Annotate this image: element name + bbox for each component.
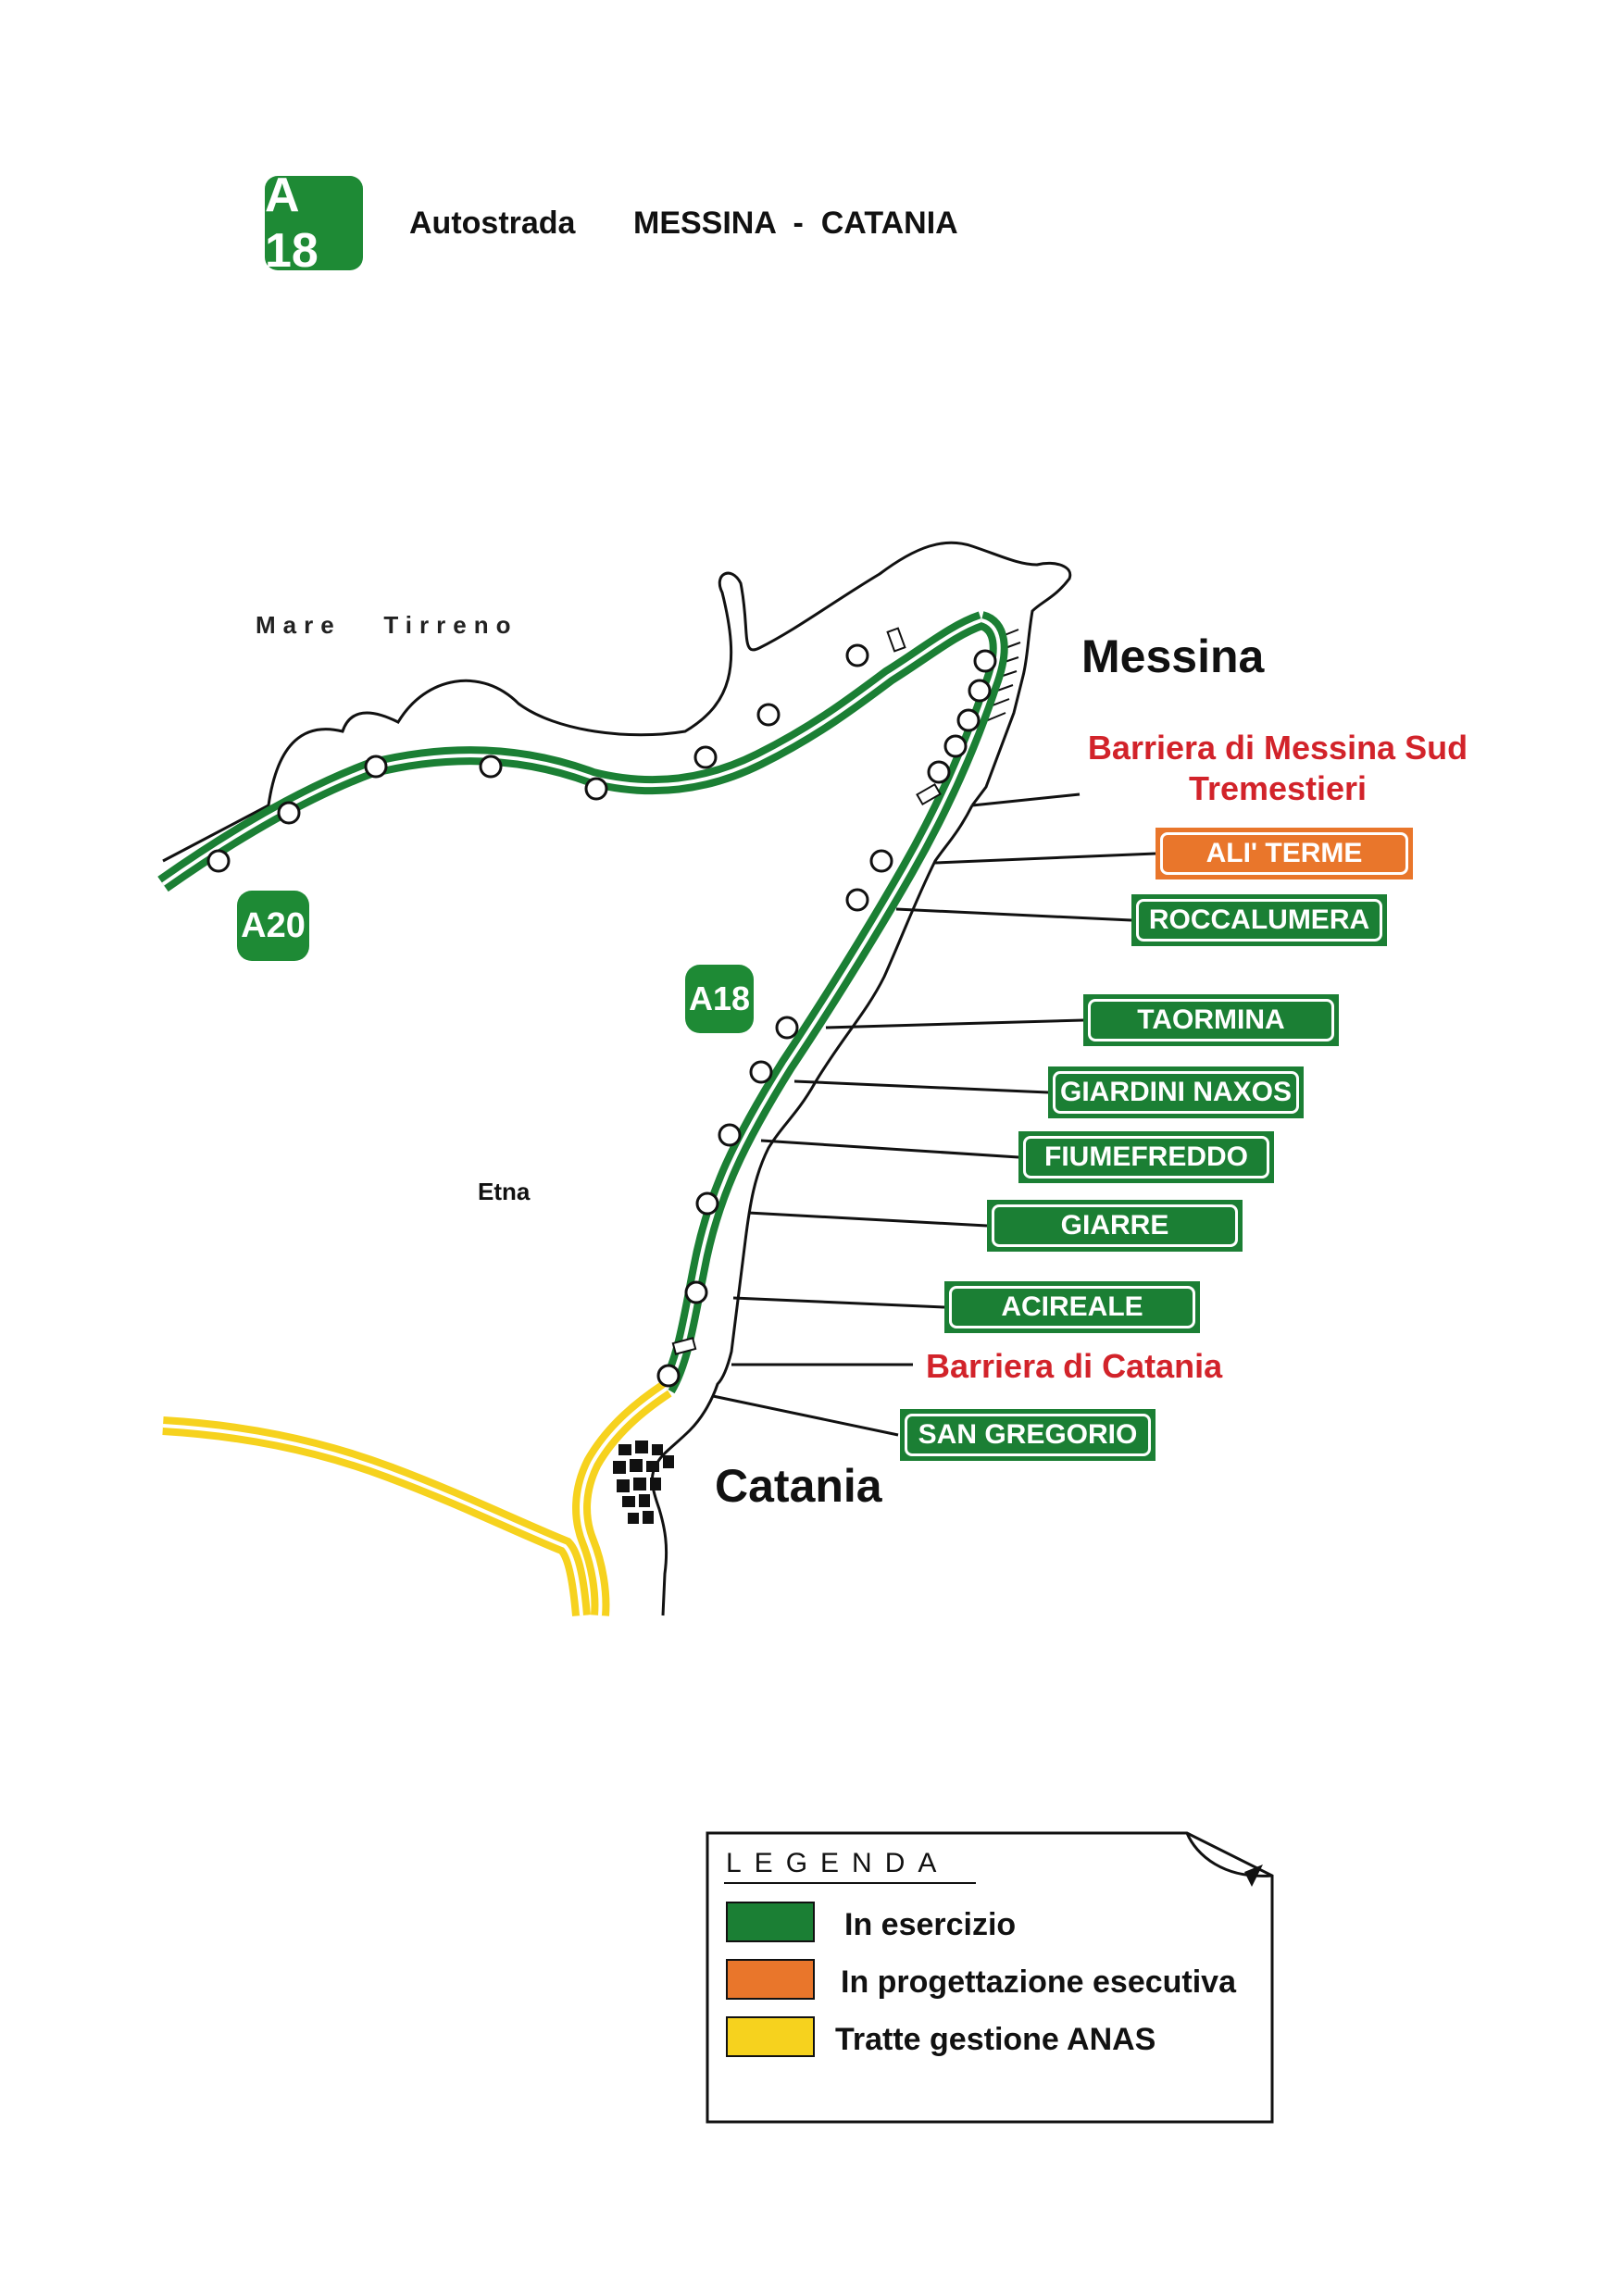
legend-swatch-orange [726,1959,815,2000]
exit-sign-label: GIARRE [992,1204,1238,1247]
exit-sign-ali-terme: ALI' TERME [1156,828,1413,879]
catania-city-icon [613,1441,674,1524]
route-title: MESSINA - CATANIA [633,206,958,241]
a18-shield-label: A 18 [265,168,319,278]
exit-sign-san-gregorio: SAN GREGORIO [900,1409,1156,1461]
exit-sign-label: TAORMINA [1088,999,1334,1041]
city-messina: Messina [1081,630,1265,682]
legend-title: LEGENDA [726,1848,950,1878]
legend-label-executive-design: In progettazione esecutiva [841,1964,1236,2000]
junction-markers [206,643,997,1388]
exit-sign-fiumefreddo: FIUMEFREDDO [1018,1131,1274,1183]
a18-shield-icon: A 18 [265,168,363,278]
legend-frame [706,1831,1274,2124]
exit-sign-giarre: GIARRE [987,1200,1243,1252]
toll-barrier-markers [671,627,942,1355]
exit-sign-label: SAN GREGORIO [905,1414,1151,1456]
exit-sign-label: ALI' TERME [1160,832,1408,875]
exit-leader-lines [712,792,1156,1437]
page-curl-icon [1244,1865,1263,1887]
barrier-catania-label: Barriera di Catania [926,1347,1223,1385]
exit-sign-label: FIUMEFREDDO [1023,1136,1269,1179]
exit-sign-taormina: TAORMINA [1083,994,1339,1046]
a20-highway-center [161,618,982,886]
anas-road-link-center [580,1387,668,1616]
legend-swatch-yellow [726,2016,815,2057]
anas-road-west-center [162,1424,583,1616]
a18-map-shield-icon: A18 [685,965,754,1033]
barrier-messina-label: Barriera di Messina Sud Tremestieri [1087,729,1468,807]
exit-sign-giardini-naxos: GIARDINI NAXOS [1048,1066,1304,1118]
anas-road-west [162,1416,591,1616]
legend-label-in-service: In esercizio [844,1907,1017,1942]
exit-sign-acireale: ACIREALE [944,1281,1200,1333]
legend-label-anas: Tratte gestione ANAS [835,2022,1156,2057]
road-type-label: Autostrada [409,206,576,241]
a20-shield-icon: A20 [237,891,309,961]
exit-sign-roccalumera: ROCCALUMERA [1131,894,1387,946]
etna-label: Etna [478,1178,531,1205]
a20-shield-label: A20 [241,905,306,945]
sea-label: Mare Tirreno [256,611,518,639]
a18-map-shield-label: A18 [688,979,751,1017]
coastline-north [162,541,1072,863]
exit-sign-label: GIARDINI NAXOS [1053,1071,1299,1114]
legend-swatch-green [726,1902,815,1942]
city-catania: Catania [715,1460,882,1512]
exit-sign-label: ACIREALE [949,1286,1195,1328]
exit-sign-label: ROCCALUMERA [1136,899,1382,942]
